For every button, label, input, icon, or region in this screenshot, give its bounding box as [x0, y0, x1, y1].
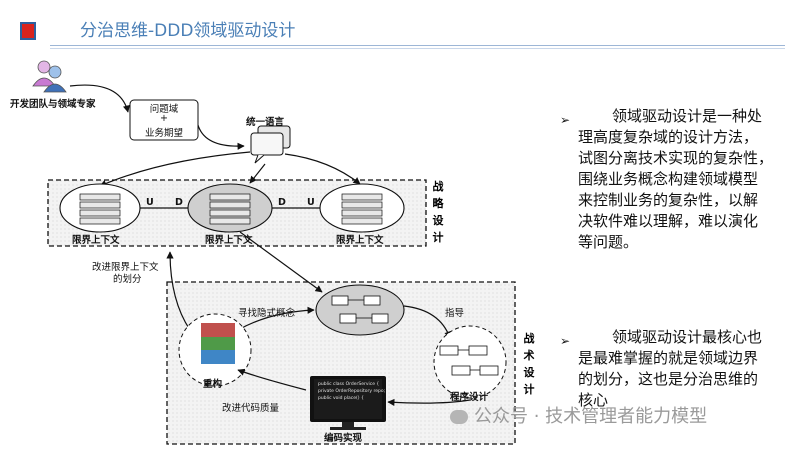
watermark: 公众号 · 技术管理者能力模型 — [450, 402, 707, 428]
team-label: 开发团队与领域专家 — [10, 99, 96, 110]
ubiquitous-language-label: 统一语言 — [246, 117, 285, 128]
code-line-2: private OrderRepository repo; — [318, 389, 386, 394]
code-line-1: public class OrderService { — [318, 382, 380, 387]
context-model-icon-right — [341, 193, 383, 225]
bullet-icon-2: ➢ — [560, 334, 571, 348]
team-people-icon — [32, 60, 67, 93]
bullet-icon-1: ➢ — [560, 113, 571, 127]
code-line-3: public void place() { — [318, 396, 364, 401]
coding-label: 编码实现 — [324, 433, 363, 444]
problem-domain-label: 问题域 — [149, 104, 179, 115]
program-design-circle — [433, 325, 507, 399]
upstream-marker-1: U — [146, 197, 154, 208]
page-title: 分治思维-DDD领域驱动设计 — [80, 21, 296, 41]
program-design-icon — [439, 345, 499, 376]
wechat-icon — [450, 410, 468, 424]
logo-icon — [20, 22, 36, 40]
coding-monitor-icon — [310, 376, 386, 430]
paragraph-ddd-core: 领域驱动设计最核心也 是最难掌握的就是领域边界 的划分，这也是分治思维的 核心 — [578, 328, 763, 409]
upstream-marker-2: U — [307, 197, 315, 208]
program-design-label: 程序设计 — [450, 392, 489, 403]
downstream-marker-1: D — [175, 197, 183, 208]
header: 分治思维-DDD领域驱动设计 — [0, 0, 800, 52]
problem-domain-box — [129, 99, 199, 141]
bounded-context-left-label: 限界上下文 — [72, 235, 120, 246]
downstream-marker-2: D — [278, 197, 286, 208]
guide-label: 指导 — [445, 308, 465, 319]
context-model-icon-left — [79, 193, 121, 225]
title-divider-secondary — [50, 48, 785, 49]
refactor-stack-icon — [201, 323, 235, 364]
improve-context-label-line2: 的划分 — [113, 274, 142, 285]
improve-context-label-line1: 改进限界上下文 — [92, 262, 159, 273]
bounded-context-center-label: 限界上下文 — [205, 235, 253, 246]
improve-quality-label: 改进代码质量 — [222, 403, 280, 414]
strategic-design-label: 战 略 设 计 — [432, 180, 444, 244]
title-divider — [50, 45, 785, 46]
speech-bubble-icon — [250, 125, 291, 164]
find-concepts-label: 寻找隐式概念 — [238, 308, 296, 319]
paragraph-ddd-definition: 领域驱动设计是一种处 理高度复杂域的设计方法， 试图分离技术实现的复杂性， 围绕… — [578, 107, 774, 251]
refactor-label: 重构 — [203, 379, 223, 390]
context-model-icon-center — [209, 193, 251, 225]
bounded-context-right-label: 限界上下文 — [336, 235, 384, 246]
domain-model-ellipse — [315, 284, 405, 336]
business-expectation-label: 业务期望 — [144, 128, 183, 139]
plus-label: + — [160, 113, 168, 124]
tactical-design-label: 战 术 设 计 — [523, 332, 535, 396]
domain-model-icon — [331, 295, 389, 324]
